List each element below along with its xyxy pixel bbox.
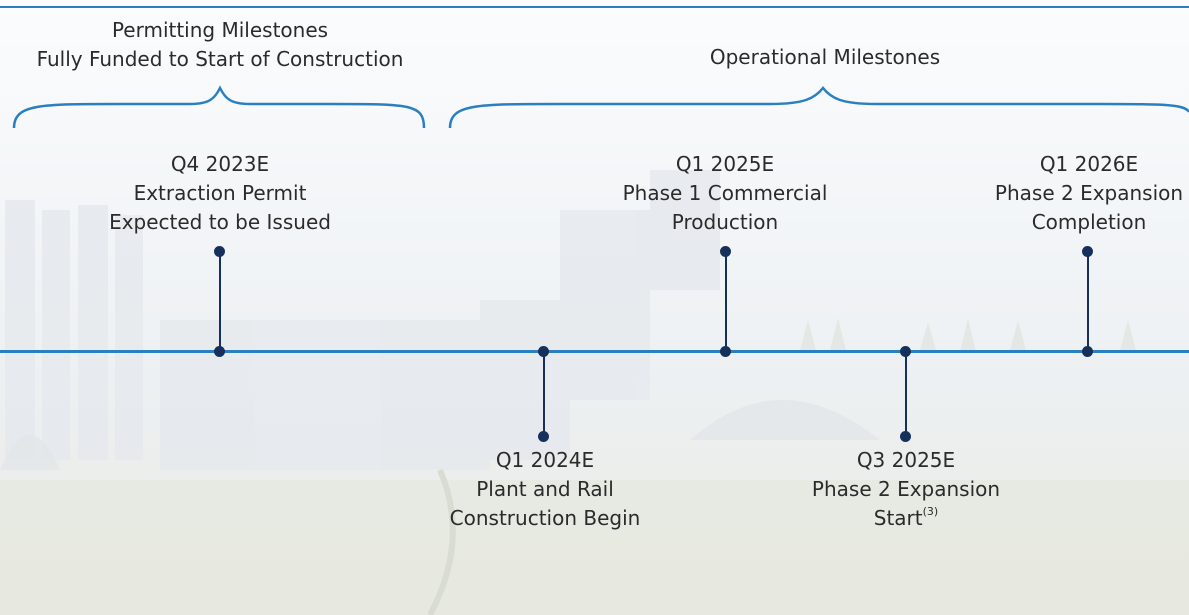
permitting-heading-line1: Permitting Milestones: [111, 18, 329, 42]
header-divider-line: [0, 6, 1189, 8]
milestone-date: Q4 2023E: [170, 152, 270, 176]
milestone-q1-2025-end-marker: [720, 246, 731, 257]
milestone-q4-2023-label: Q4 2023E Extraction Permit Expected to b…: [70, 150, 370, 237]
milestone-q3-2025-axis-marker: [900, 346, 911, 357]
milestone-q1-2026-axis-marker: [1082, 346, 1093, 357]
permitting-heading-line2: Fully Funded to Start of Construction: [36, 47, 404, 71]
milestone-q4-2023-stem: [219, 252, 221, 352]
milestone-date: Q3 2025E: [856, 448, 956, 472]
milestone-title: Plant and Rail: [476, 477, 614, 501]
milestone-title: Phase 2 Expansion: [994, 181, 1184, 205]
milestone-q1-2024-axis-marker: [538, 346, 549, 357]
milestone-q1-2025-axis-marker: [720, 346, 731, 357]
milestone-date: Q1 2025E: [675, 152, 775, 176]
milestone-q1-2024-stem: [543, 352, 545, 436]
milestone-title: Phase 1 Commercial: [622, 181, 828, 205]
operational-milestones-heading: Operational Milestones: [560, 43, 1090, 72]
milestone-q4-2023-end-marker: [214, 246, 225, 257]
milestone-q3-2025-end-marker: [900, 431, 911, 442]
milestone-q1-2026-end-marker: [1082, 246, 1093, 257]
milestone-q1-2024-end-marker: [538, 431, 549, 442]
milestone-q1-2026-label: Q1 2026E Phase 2 Expansion Completion: [964, 150, 1189, 237]
milestone-q1-2024-label: Q1 2024E Plant and Rail Construction Beg…: [395, 446, 695, 533]
milestone-title: Extraction Permit: [133, 181, 307, 205]
milestone-q1-2026-stem: [1087, 252, 1089, 352]
permitting-milestones-heading: Permitting Milestones Fully Funded to St…: [0, 16, 440, 74]
milestone-q3-2025-label: Q3 2025E Phase 2 Expansion Start(3): [756, 446, 1056, 533]
permitting-brace: [12, 85, 426, 129]
section-braces: [12, 85, 1189, 129]
milestone-subtitle: Production: [671, 210, 779, 234]
milestone-date: Q1 2024E: [495, 448, 595, 472]
milestone-subtitle: Expected to be Issued: [109, 210, 331, 234]
footnote-reference: (3): [922, 505, 939, 519]
milestone-q4-2023-axis-marker: [214, 346, 225, 357]
milestone-q1-2025-label: Q1 2025E Phase 1 Commercial Production: [575, 150, 875, 237]
operational-brace: [448, 85, 1189, 129]
milestone-subtitle: Start: [873, 506, 923, 530]
milestone-date: Q1 2026E: [1039, 152, 1139, 176]
milestone-subtitle-with-footnote: Start(3): [756, 504, 1056, 533]
timeline-axis: [0, 350, 1189, 353]
milestone-subtitle: Construction Begin: [449, 506, 641, 530]
milestone-subtitle: Completion: [1031, 210, 1147, 234]
milestone-title: Phase 2 Expansion: [811, 477, 1001, 501]
milestone-q1-2025-stem: [725, 252, 727, 352]
milestone-q3-2025-stem: [905, 352, 907, 436]
operational-heading-line1: Operational Milestones: [709, 45, 941, 69]
